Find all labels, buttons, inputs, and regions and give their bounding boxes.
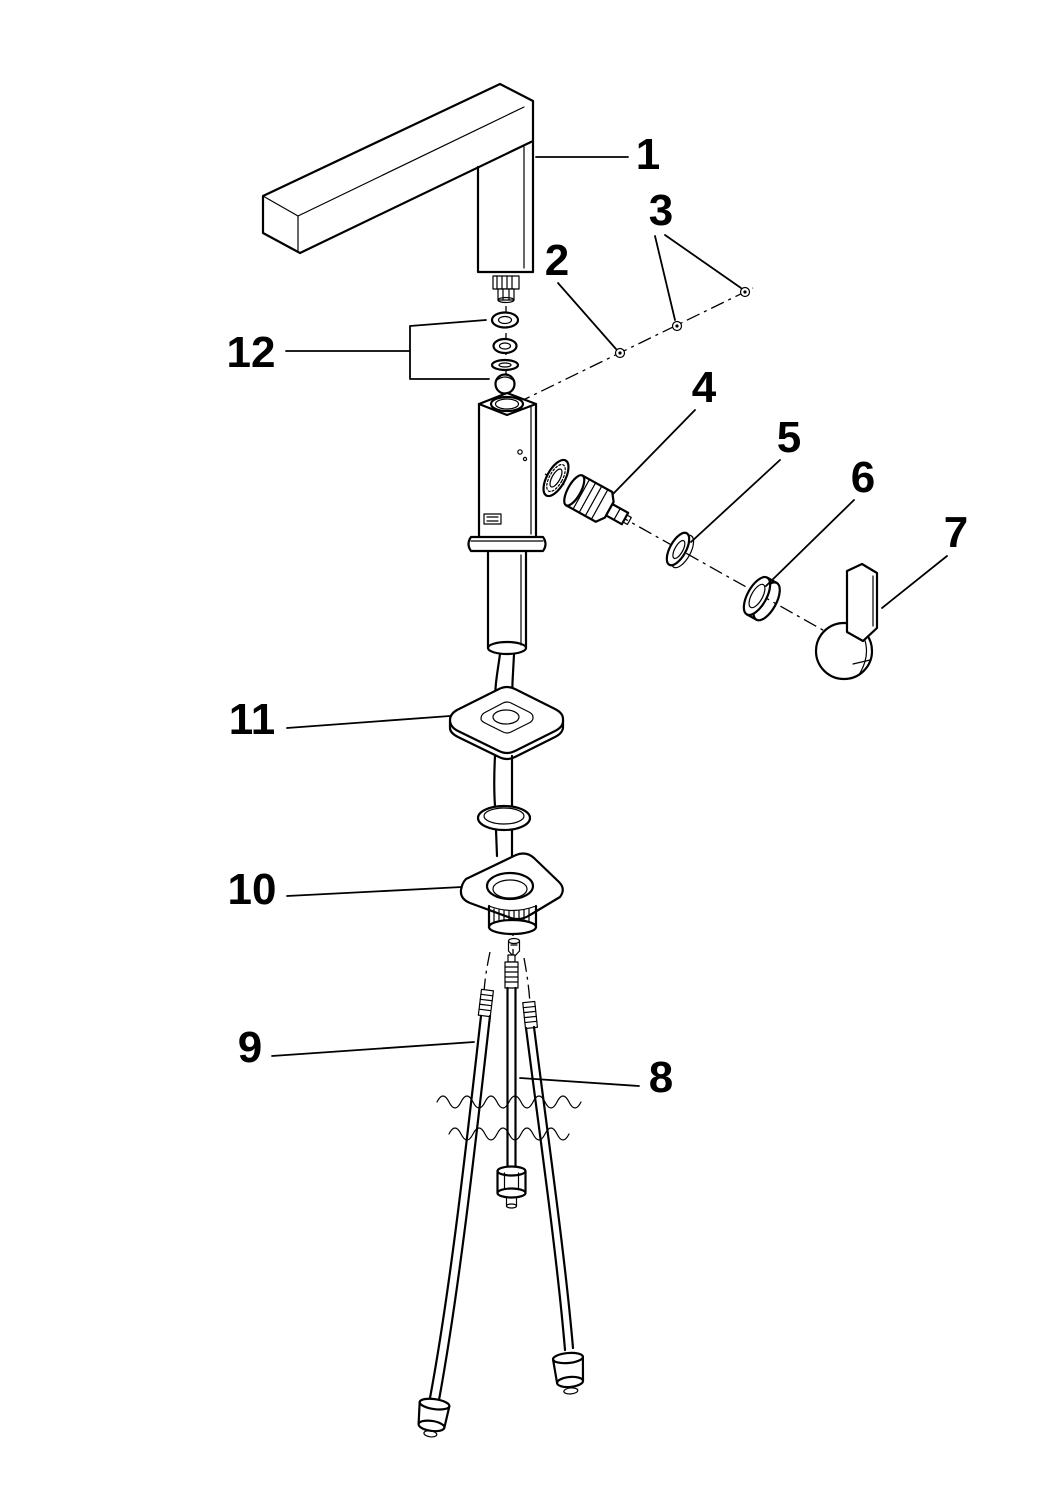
callout-3-label: 3 (649, 186, 673, 235)
leader-line-7 (881, 555, 948, 609)
callout-8-label: 8 (649, 1053, 673, 1102)
part-screw-a (614, 347, 626, 359)
break-lines (436, 1095, 582, 1141)
part-supply-hose-right (522, 1000, 585, 1395)
callout-11-label: 11 (229, 695, 276, 744)
callout-12-label: 12 (227, 328, 276, 377)
part-base-shaft (486, 550, 528, 707)
part-escutcheon (448, 685, 565, 761)
leader-line-8 (519, 1077, 640, 1087)
leader-line-11 (286, 715, 451, 729)
leader-line-10 (286, 886, 463, 897)
part-screw-b (671, 320, 683, 332)
part-body (467, 391, 547, 553)
part-supply-hose-left (417, 988, 495, 1438)
part-spout-outlet (492, 275, 520, 304)
part-cartridge (563, 474, 632, 526)
callout-4-label: 4 (692, 363, 717, 412)
callout-2-label: 2 (545, 236, 569, 285)
callout-labels: 1 2 3 4 5 6 7 8 9 10 11 12 (227, 130, 969, 1102)
part-supply-pipe-center (496, 954, 527, 1209)
leader-lines (271, 156, 948, 1087)
callout-7-label: 7 (944, 508, 968, 557)
leader-line-3a (654, 235, 676, 321)
callout-6-label: 6 (851, 453, 875, 502)
leader-line-5 (690, 459, 781, 543)
callout-10-label: 10 (228, 865, 277, 914)
leader-line-3b (664, 234, 742, 289)
part-mounting-bracket (459, 852, 564, 936)
part-side-port (542, 458, 570, 498)
part-screw-c (739, 286, 751, 298)
callout-5-label: 5 (777, 413, 801, 462)
part-o-ring (476, 804, 532, 832)
part-seal-ring (665, 531, 695, 569)
part-mounting-screw (507, 937, 521, 958)
part-spout (261, 82, 535, 274)
leader-line-12 (285, 319, 490, 380)
leader-line-2 (557, 282, 617, 350)
callout-9-label: 9 (238, 1023, 262, 1072)
part-handle (814, 562, 879, 681)
part-seal-stack (490, 311, 520, 395)
part-riser-tube (493, 754, 514, 858)
leader-line-6 (765, 499, 855, 587)
leader-line-4 (612, 409, 696, 495)
callout-1-label: 1 (636, 130, 660, 179)
part-trim-ring (742, 575, 781, 622)
leader-line-9 (271, 1041, 475, 1057)
